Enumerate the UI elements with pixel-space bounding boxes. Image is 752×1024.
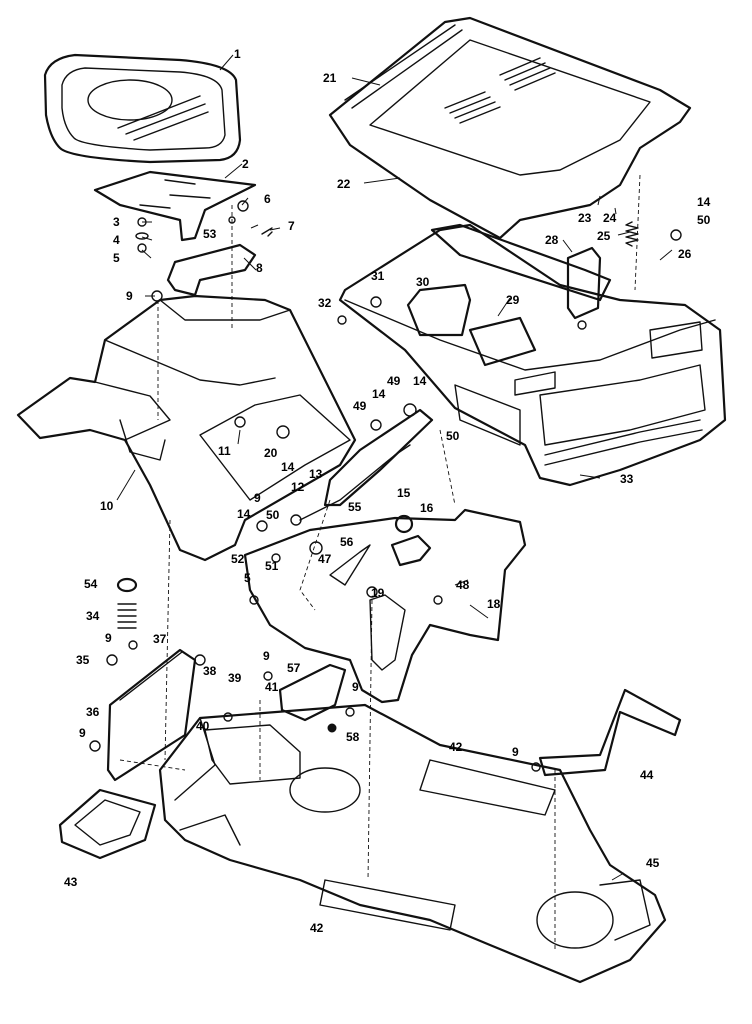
callout-4: 4 [113,233,120,247]
bushing-15 [394,514,414,534]
callout-55: 55 [348,500,362,514]
callout-41: 41 [265,680,279,694]
callout-23: 23 [578,211,592,225]
callout-14: 14 [413,374,427,388]
callout-12: 12 [291,480,305,494]
callout-labels: 1 2 3 4 5 6 53 7 8 9 10 11 20 14 13 21 2… [64,47,711,935]
callout-26: 26 [678,247,692,261]
callout-44: 44 [640,768,654,782]
seat-hardware [135,200,273,253]
callout-9: 9 [352,680,359,694]
callout-49: 49 [353,399,367,413]
callout-34: 34 [86,609,100,623]
callout-29: 29 [506,293,520,307]
callout-50: 50 [266,508,280,522]
callout-48: 48 [456,578,470,592]
callout-14: 14 [281,460,295,474]
callout-3: 3 [113,215,120,229]
rear-fender [16,294,357,562]
callout-9: 9 [512,745,519,759]
callout-50: 50 [446,429,460,443]
hardware-fasteners [89,229,682,772]
front-shroud [338,223,727,487]
callout-42: 42 [310,921,324,935]
seat [43,53,242,164]
callout-11: 11 [218,444,231,458]
battery-bracket [566,246,602,320]
leader-lines [116,54,673,881]
callout-21: 21 [323,71,337,85]
callout-28: 28 [545,233,559,247]
callout-51: 51 [265,559,279,573]
callout-9: 9 [254,491,261,505]
callout-53: 53 [203,227,217,241]
callout-33: 33 [620,472,634,486]
spring-25 [625,221,639,247]
callout-9: 9 [79,726,86,740]
callout-9: 9 [105,631,112,645]
tray [406,283,472,337]
callout-56: 56 [340,535,354,549]
callout-19: 19 [371,586,385,600]
frame [158,703,667,984]
callout-20: 20 [264,446,278,460]
callout-54: 54 [84,577,98,591]
callout-6: 6 [264,192,271,206]
callout-7: 7 [288,219,295,233]
callout-50: 50 [697,213,711,227]
callout-22: 22 [337,177,351,191]
callout-14: 14 [372,387,386,401]
callout-32: 32 [318,296,332,310]
seat-support [278,663,347,722]
callout-5: 5 [244,571,251,585]
pedal-bracket [390,534,432,567]
callout-25: 25 [597,229,611,243]
hood [328,16,692,240]
callout-43: 43 [64,875,78,889]
callout-16: 16 [420,501,434,515]
callout-49: 49 [387,374,401,388]
callout-58: 58 [346,730,360,744]
callout-24: 24 [603,211,617,225]
assembly-lines [119,174,641,950]
seat-bracket [93,170,257,242]
callout-8: 8 [256,261,263,275]
callout-47: 47 [318,552,332,566]
callout-35: 35 [76,653,90,667]
callout-9: 9 [263,649,270,663]
callout-38: 38 [203,664,217,678]
rear-bracket [106,648,197,782]
callout-5: 5 [113,251,120,265]
battery-tray [58,788,157,860]
callout-9: 9 [126,289,133,303]
side-panel [243,508,527,704]
callout-14: 14 [697,195,711,209]
callout-14: 14 [237,507,251,521]
callout-1: 1 [234,47,241,61]
callout-39: 39 [228,671,242,685]
callout-52: 52 [231,552,245,566]
callout-45: 45 [646,856,660,870]
callout-37: 37 [153,632,167,646]
callout-31: 31 [371,269,385,283]
dash-support [299,408,434,521]
bushing-54 [116,577,138,593]
battery-box [468,316,537,367]
dash-bracket [430,223,612,302]
callout-18: 18 [487,597,501,611]
callout-30: 30 [416,275,430,289]
callout-36: 36 [86,705,100,719]
callout-2: 2 [242,157,249,171]
callout-13: 13 [309,467,323,481]
callout-40: 40 [196,719,210,733]
seat-pivot-bracket [166,243,257,297]
callout-15: 15 [397,486,411,500]
hitch-bracket [538,688,682,777]
callout-42: 42 [449,740,463,754]
callout-10: 10 [100,499,114,513]
callout-57: 57 [287,661,301,675]
spring-34 [117,603,137,629]
